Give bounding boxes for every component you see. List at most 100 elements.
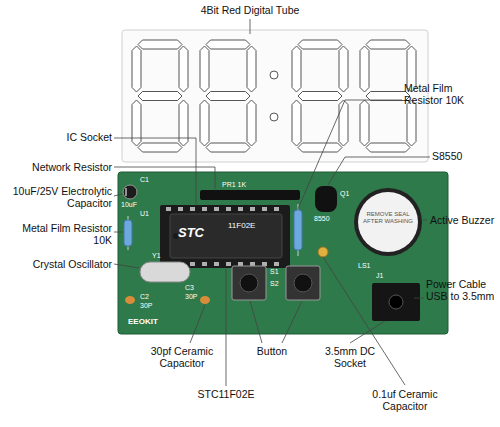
part-label: S8550	[432, 150, 492, 162]
ic-pin	[238, 207, 243, 211]
digit-segment	[360, 46, 369, 92]
digit-segment	[132, 46, 141, 92]
leader-line	[423, 220, 427, 221]
leader-line	[114, 264, 139, 268]
part-label: 4Bit Red Digital Tube	[150, 4, 350, 16]
silkscreen-label: U1	[140, 210, 149, 218]
part-label: IC Socket	[2, 131, 112, 143]
dc-socket-symbol	[372, 283, 420, 321]
part-label: Crystal Oscillator	[2, 258, 112, 270]
part-label: 3.5mm DC Socket	[318, 345, 382, 369]
network-resistor-symbol	[200, 190, 300, 200]
ic-pin	[250, 262, 255, 266]
ic-pin	[214, 207, 219, 211]
leader-line	[114, 138, 196, 204]
silkscreen-label: 30P	[140, 302, 152, 310]
digit-segment	[292, 46, 301, 92]
digit-segment	[292, 100, 301, 146]
ic-pin	[202, 262, 207, 266]
digit-segment	[206, 40, 250, 49]
digit-segment	[206, 92, 250, 101]
ic-pin	[190, 207, 195, 211]
digit-segment	[339, 46, 348, 92]
digit-segment	[179, 100, 188, 146]
part-label: Active Buzzer	[430, 214, 498, 226]
ic-pin	[250, 207, 255, 211]
ceramic-capacitor-symbol	[125, 296, 135, 304]
leader-line	[250, 19, 251, 34]
part-label: 0.1uf Ceramic Capacitor	[350, 388, 460, 412]
part-label: 10uF/25V Electrolytic Capacitor	[2, 185, 112, 209]
digit-segment	[360, 100, 369, 146]
buzzer-symbol	[354, 188, 422, 256]
part-label: Network Resistor	[2, 161, 112, 173]
digit-segment	[247, 46, 256, 92]
digit-segment	[247, 100, 256, 146]
digit-segment	[366, 143, 410, 152]
leader-line	[350, 321, 385, 343]
part-label: Metal Film Resistor 10K	[404, 82, 474, 106]
leader-line	[282, 301, 302, 343]
electrolytic-capacitor-symbol	[123, 185, 137, 199]
brand-logo: EEOKIT	[128, 318, 158, 327]
silkscreen-label: J1	[376, 272, 383, 280]
chip-symbol	[170, 214, 282, 258]
resistor-symbol	[294, 210, 302, 250]
digit-segment	[138, 40, 182, 49]
chip-marking: 11F02E	[228, 222, 255, 231]
ic-pin	[214, 262, 219, 266]
digit-segment	[339, 100, 348, 146]
ic-pin	[262, 262, 267, 266]
ic-pin	[274, 207, 279, 211]
ceramic-capacitor-symbol	[200, 296, 210, 304]
crystal-symbol	[140, 262, 190, 282]
part-label: Metal Film Resistor 10K	[2, 222, 112, 246]
dc-socket-hole	[389, 295, 403, 309]
chip-logo: STC	[178, 226, 204, 241]
part-label: Button	[242, 345, 302, 357]
leader-line	[114, 167, 215, 189]
leader-line	[250, 301, 262, 343]
pcb-board	[118, 172, 448, 334]
silkscreen-label: C1	[140, 176, 149, 184]
silkscreen-label: C3	[185, 284, 194, 292]
ic-pin	[190, 262, 195, 266]
leader-line	[226, 269, 227, 386]
ic-pin	[226, 207, 231, 211]
ic-pin	[274, 262, 279, 266]
silkscreen-label: Y1	[152, 252, 161, 260]
leader-line	[114, 232, 123, 233]
colon-dot	[270, 71, 278, 79]
button-cap	[240, 274, 258, 292]
ic-pin	[202, 207, 207, 211]
leader-line	[190, 305, 205, 343]
digit-segment	[179, 46, 188, 92]
digit-segment	[138, 143, 182, 152]
colon-dot	[270, 113, 278, 121]
digit-segment	[138, 92, 182, 101]
parts-group	[118, 30, 448, 334]
ceramic-capacitor-symbol	[318, 247, 328, 257]
leader-lines	[114, 19, 430, 386]
button-symbol	[232, 266, 266, 300]
silkscreen-label: LS1	[358, 262, 370, 270]
part-label: Power Cable USB to 3.5mm	[426, 278, 498, 302]
silkscreen-label: S2	[270, 280, 279, 288]
part-label: 30pf Ceramic Capacitor	[137, 345, 227, 369]
ic-socket-symbol	[160, 205, 290, 268]
display-body	[122, 30, 428, 162]
ic-pin	[166, 207, 171, 211]
capacitor-stripe	[125, 188, 127, 196]
part-label: STC11F02E	[176, 388, 276, 400]
buzzer-top	[358, 192, 418, 252]
buzzer-marking: REMOVE SEAL AFTER WASHING	[362, 211, 414, 224]
digit-segment	[200, 46, 209, 92]
leader-line	[298, 100, 402, 209]
ic-pin	[178, 207, 183, 211]
button-symbol	[286, 266, 320, 300]
digit-segment	[298, 40, 342, 49]
ic-pin	[238, 262, 243, 266]
silkscreen-label: 8550	[314, 215, 330, 223]
